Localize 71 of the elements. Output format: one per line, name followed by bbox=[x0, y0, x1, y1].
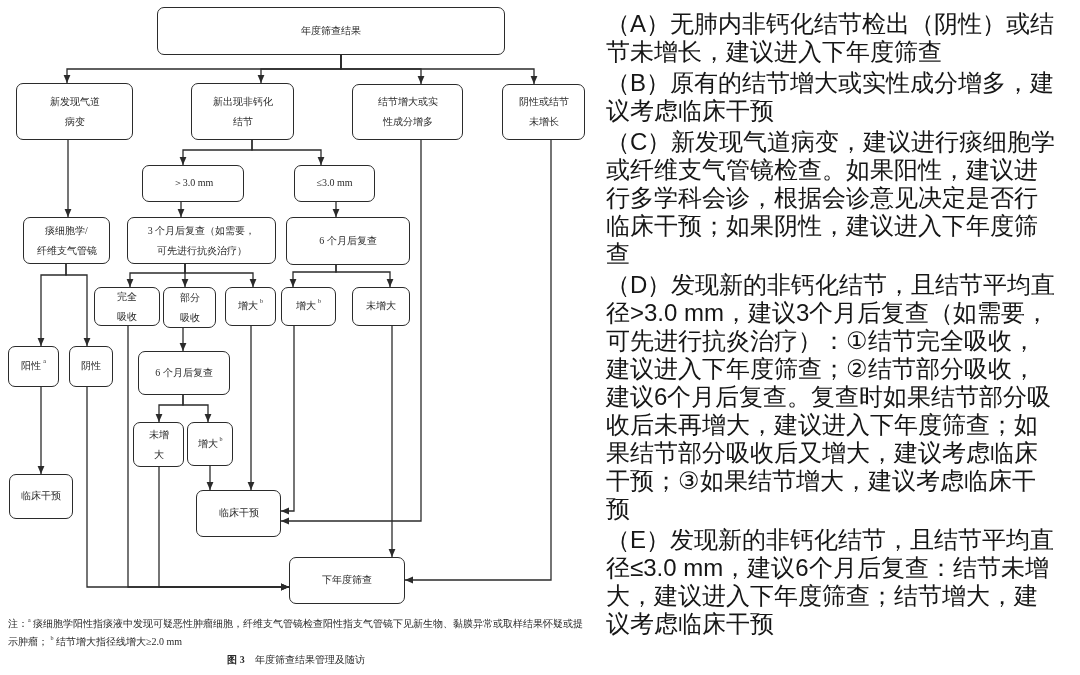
box-label: 年度筛查结果 bbox=[301, 24, 361, 38]
arrow bbox=[404, 139, 552, 584]
box-label: 3 个月后复查（如需要，可先进行抗炎治疗） bbox=[146, 223, 257, 258]
box-label: 阴性 bbox=[81, 360, 101, 373]
flow-box bbox=[8, 346, 59, 387]
flow-box bbox=[502, 84, 585, 140]
flow-box bbox=[142, 165, 244, 202]
box-label: ＞3.0 mm bbox=[172, 177, 214, 190]
flow-box bbox=[127, 217, 276, 264]
box-label: 增大$^{b}$ bbox=[197, 437, 223, 451]
note-paragraph: （C）新发现气道病变，建议进行痰细胞学或纤维支气管镜检查。如果阳性，建议进行多学科会诊，根据会诊意见决定是否行临床干预；如果阴性，建议进入下年度筛查 bbox=[606, 128, 1056, 268]
flow-box bbox=[196, 490, 281, 537]
arrow bbox=[280, 325, 295, 515]
flow-box bbox=[163, 287, 216, 328]
flow-box bbox=[187, 422, 233, 466]
box-label: 结节增大或实性成分增多 bbox=[377, 95, 438, 129]
arrow bbox=[65, 263, 91, 347]
box-label: 增大$^{b}$ bbox=[296, 300, 321, 313]
flow-box bbox=[294, 165, 375, 202]
arrow bbox=[184, 263, 257, 288]
box-label: 临床干预 bbox=[21, 490, 61, 503]
arrow bbox=[388, 325, 396, 558]
box-label: 新出现非钙化结节 bbox=[212, 94, 273, 129]
box-label: 下年度筛查 bbox=[322, 574, 372, 587]
arrow bbox=[280, 139, 422, 525]
flow-box bbox=[16, 83, 133, 140]
arrow bbox=[182, 394, 212, 423]
box-label: ≤3.0 mm bbox=[316, 177, 353, 190]
box-label: 痰细胞学/纤维支气管镜 bbox=[35, 223, 98, 258]
box-label: 增大$^{b}$ bbox=[238, 300, 263, 313]
note-paragraph: （D）发现新的非钙化结节，且结节平均直径>3.0 mm，建议3个月后复查（如需要，可先进行抗炎治疗）：①结节完全吸收，建议进入下年度筛查；②结节部分吸收，建议6个月后复查。复查时如果结节部分吸收后未再增大，建议进入下年度筛查；如果结节部分吸收后又增大，建议考虑临床干预；③如果结节增大，建议考虑临床干预 bbox=[606, 271, 1056, 523]
flow-box bbox=[352, 287, 410, 326]
note-paragraph: （B）原有的结节增大或实性成分增多，建议考虑临床干预 bbox=[606, 69, 1055, 125]
flow-box bbox=[191, 83, 294, 140]
arrow bbox=[158, 466, 290, 591]
flow-box bbox=[69, 346, 113, 387]
flow-box bbox=[23, 217, 110, 264]
arrow bbox=[37, 386, 45, 475]
arrow bbox=[64, 139, 72, 218]
note-paragraph: （E）发现新的非钙化结节，且结节平均直径≤3.0 mm，建议6个月后复查：结节未增大，建议进入下年度筛查；结节增大，建议考虑临床干预 bbox=[606, 526, 1055, 638]
box-label: 6 个月后复查 bbox=[319, 234, 377, 248]
arrow bbox=[332, 201, 340, 218]
arrow bbox=[251, 139, 325, 166]
flow-box bbox=[94, 287, 160, 326]
arrow bbox=[179, 327, 187, 352]
arrow bbox=[335, 264, 394, 288]
box-label: 新发现气道病变 bbox=[49, 94, 100, 129]
arrow bbox=[206, 465, 214, 491]
flow-box bbox=[138, 351, 230, 395]
box-label: 阳性$^{a}$ bbox=[21, 360, 46, 373]
box-label: 完全吸收 bbox=[116, 289, 138, 324]
flow-box bbox=[352, 84, 463, 140]
flow-box bbox=[286, 217, 410, 265]
box-label: 阴性或结节未增长 bbox=[518, 95, 569, 129]
flow-box bbox=[225, 287, 276, 326]
box-label: 部分吸收 bbox=[179, 290, 200, 325]
box-label: 6 个月后复查 bbox=[155, 366, 213, 380]
box-label: 临床干预 bbox=[218, 507, 259, 520]
flow-box bbox=[133, 422, 184, 467]
footnote: 注：$^{a}$ 痰细胞学阳性指痰液中发现可疑恶性肿瘤细胞，纤维支气管镜检查阳性指支气管镜下见新生物、黏膜异常或取样结果怀疑或提示肿瘤； $^{b}$ 结节增大指径线增大≥2.0 mm bbox=[8, 616, 585, 649]
arrow bbox=[247, 325, 255, 491]
flow-box bbox=[9, 474, 73, 519]
box-label: 未增大 bbox=[366, 300, 396, 313]
figure-caption: 图 3 年度筛查结果管理及随访 bbox=[227, 653, 365, 667]
flow-box bbox=[289, 557, 405, 604]
box-label: 未增大 bbox=[148, 427, 169, 462]
arrow bbox=[177, 201, 185, 218]
flow-box bbox=[281, 287, 336, 326]
flow-box bbox=[157, 7, 505, 55]
arrow bbox=[340, 54, 538, 85]
note-paragraph: （A）无肺内非钙化结节检出（阴性）或结节未增长，建议进入下年度筛查 bbox=[606, 10, 1055, 66]
